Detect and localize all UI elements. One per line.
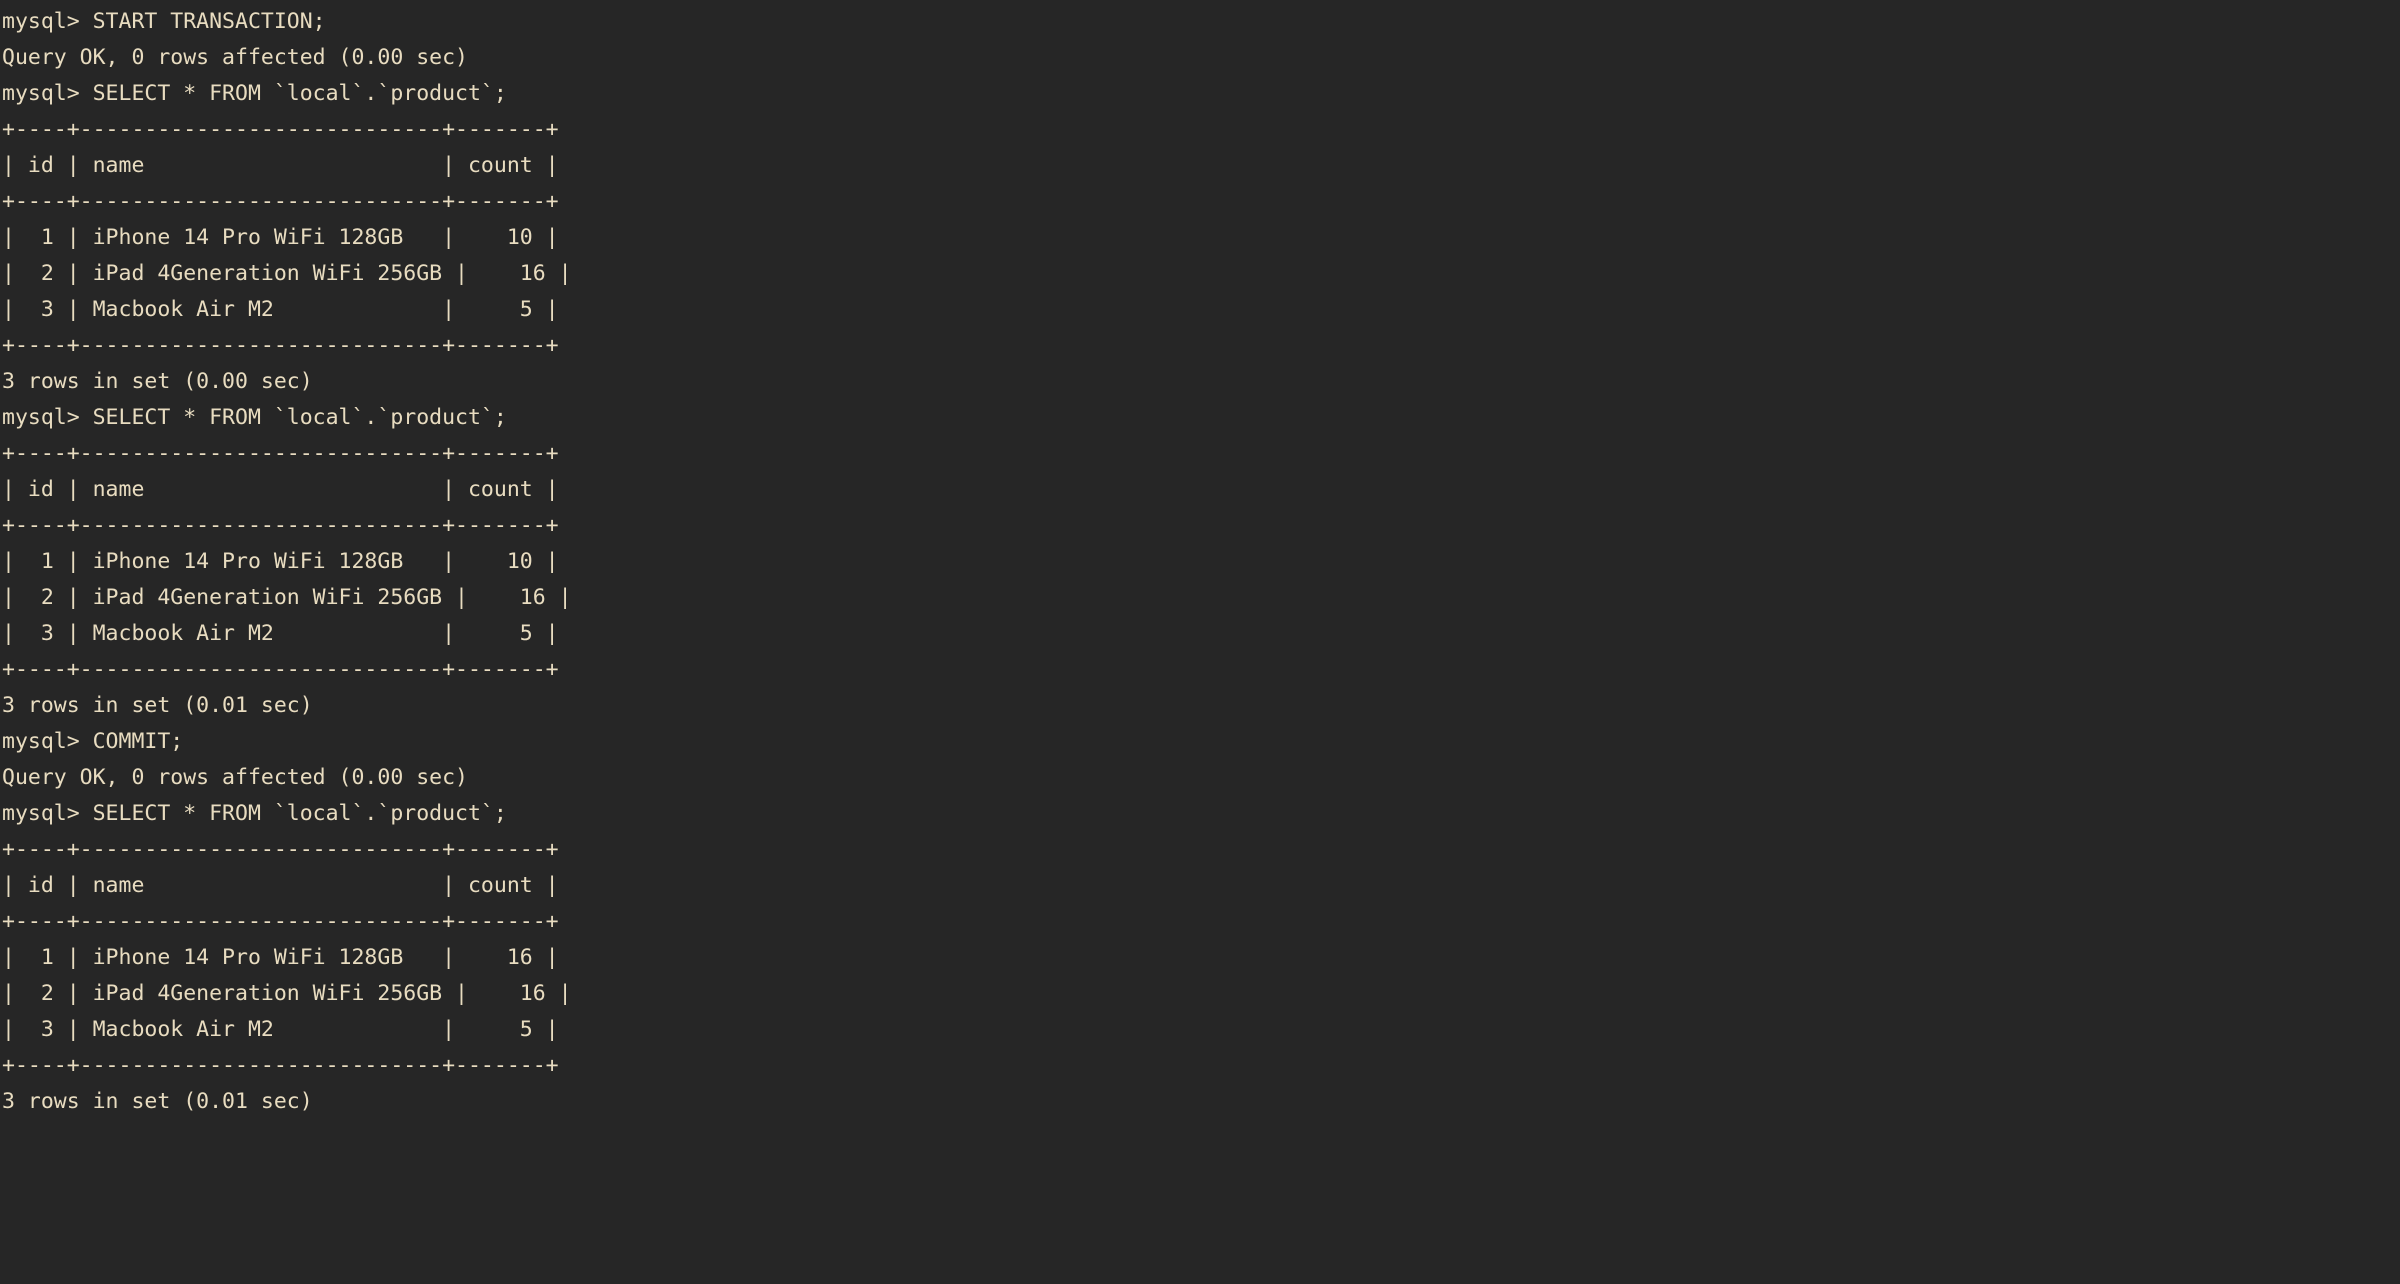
terminal-block-start-transaction: mysql> START TRANSACTION; Query OK, 0 ro… (2, 9, 468, 70)
terminal-block-select-2: mysql> SELECT * FROM `local`.`product`; … (2, 405, 572, 718)
terminal-block-select-3: mysql> SELECT * FROM `local`.`product`; … (2, 801, 572, 1114)
terminal-block-select-1: mysql> SELECT * FROM `local`.`product`; … (2, 81, 572, 394)
terminal-scrollback[interactable]: mysql> START TRANSACTION; Query OK, 0 ro… (2, 4, 2400, 1120)
terminal-block-commit: mysql> COMMIT; Query OK, 0 rows affected… (2, 729, 468, 790)
